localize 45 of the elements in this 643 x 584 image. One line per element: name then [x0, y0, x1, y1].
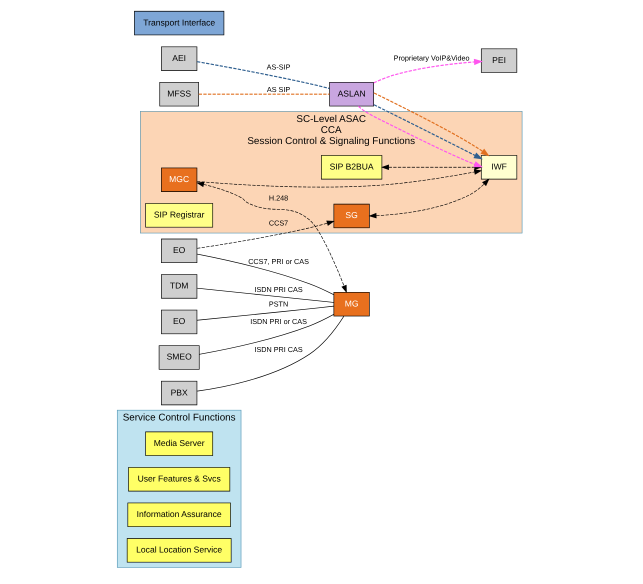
node-box: EO — [160, 310, 197, 334]
connector — [196, 288, 334, 303]
edge-label: AS-SIP — [266, 62, 290, 72]
node-box: Information Assurance — [127, 502, 230, 527]
connector — [196, 254, 334, 296]
connector — [196, 316, 344, 392]
edge-label: CCS7, PRI or CAS — [248, 256, 308, 266]
arrow — [368, 178, 490, 218]
edge-label: H.248 — [268, 194, 288, 203]
node-box: TDM — [160, 274, 197, 299]
edge-label: ISDN PRI CAS — [254, 285, 302, 294]
node-box: AEI — [160, 46, 197, 71]
node-box: Transport Interface — [134, 10, 224, 36]
node-box: SIP Registrar — [144, 203, 213, 228]
node-box: PBX — [160, 380, 197, 406]
edge-label: AS SIP — [266, 85, 290, 94]
node-box: PEI — [480, 48, 517, 73]
node-box: MFSS — [158, 82, 198, 106]
edge-label: PSTN — [268, 300, 288, 309]
node-box: SG — [333, 204, 370, 228]
arrow — [196, 182, 346, 294]
edge-label: CCS7 — [268, 218, 288, 228]
node-box: EO — [160, 238, 197, 264]
connector — [198, 94, 329, 95]
arrow — [196, 220, 334, 249]
node-box: Media Server — [144, 432, 213, 456]
node-box: ASLAN — [328, 82, 374, 106]
node-box: SMEO — [158, 345, 200, 370]
node-box: IWF — [480, 155, 517, 180]
arrow — [196, 169, 482, 188]
connector — [198, 314, 334, 355]
edge-label: ISDN PRI or CAS — [250, 316, 306, 326]
edge-label: Proprietary VoIP&Video — [393, 54, 470, 62]
arrow — [358, 106, 482, 168]
node-box: MGC — [160, 168, 197, 192]
node-box: Local Location Service — [126, 538, 231, 563]
node-box: SIP B2BUA — [320, 155, 382, 180]
node-box: User Features & Svcs — [128, 467, 230, 492]
connector — [196, 61, 330, 90]
connector — [196, 306, 334, 321]
edge-label: ISDN PRI CAS — [254, 345, 302, 354]
arrow — [373, 104, 482, 160]
arrow — [373, 58, 483, 84]
arrow — [373, 92, 490, 156]
node-box: MG — [333, 292, 370, 316]
